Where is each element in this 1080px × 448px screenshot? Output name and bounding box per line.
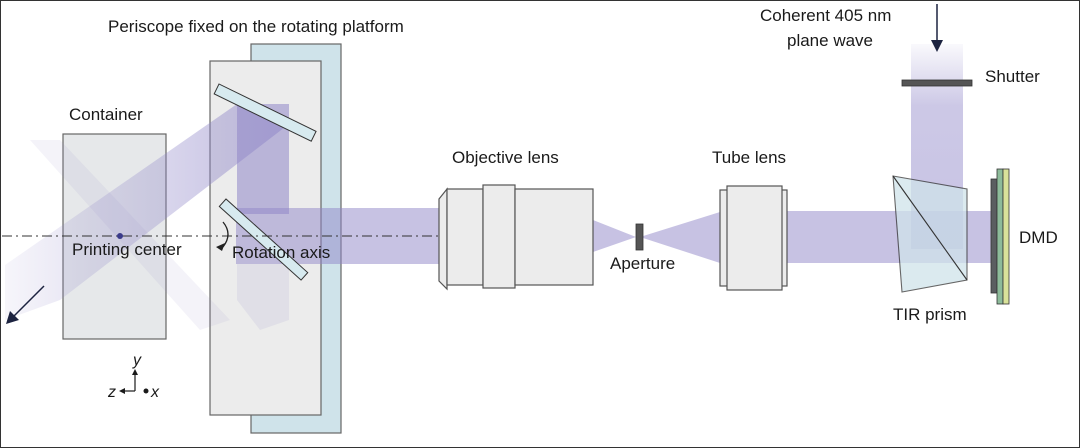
label-container: Container: [69, 105, 143, 124]
dmd-device: [990, 168, 1010, 305]
beam-cone-right: [640, 212, 720, 263]
label-source-line2: plane wave: [787, 31, 873, 50]
label-tir-prism: TIR prism: [893, 305, 967, 324]
rotation-arrow-icon: [222, 221, 229, 248]
label-tube-lens: Tube lens: [712, 148, 786, 167]
label-periscope: Periscope fixed on the rotating platform: [108, 17, 404, 36]
output-arrowhead: [6, 311, 19, 324]
objective-lens: [438, 184, 594, 291]
printing-center-dot: [117, 233, 123, 239]
axis-z-label: z: [107, 384, 116, 401]
label-printing-center: Printing center: [72, 240, 182, 259]
coordinate-axes: y z x: [107, 352, 160, 401]
axis-y-label: y: [132, 352, 142, 369]
tube-lens: [719, 185, 788, 291]
label-objective-lens: Objective lens: [452, 148, 559, 167]
label-rotation-axis: Rotation axis: [232, 243, 330, 262]
label-shutter: Shutter: [985, 67, 1040, 86]
beam-periscope-ghost: [237, 264, 289, 330]
beam-cross-faint: [30, 140, 230, 330]
beam-cone-left: [593, 220, 636, 252]
label-dmd: DMD: [1019, 228, 1058, 247]
label-source-line1: Coherent 405 nm: [760, 6, 891, 25]
aperture-plate: [635, 223, 644, 251]
axis-x-label: x: [150, 384, 160, 401]
light-beams: [5, 44, 992, 330]
beam-diagonal-out: [5, 104, 289, 320]
periscope-mirror-top: [213, 83, 317, 142]
shutter-plate: [901, 79, 973, 87]
label-aperture: Aperture: [610, 254, 675, 273]
output-arrow-icon: [11, 285, 45, 319]
rotation-arrowhead: [216, 243, 225, 251]
source-arrowhead: [931, 40, 943, 52]
tir-prism: [892, 175, 968, 293]
